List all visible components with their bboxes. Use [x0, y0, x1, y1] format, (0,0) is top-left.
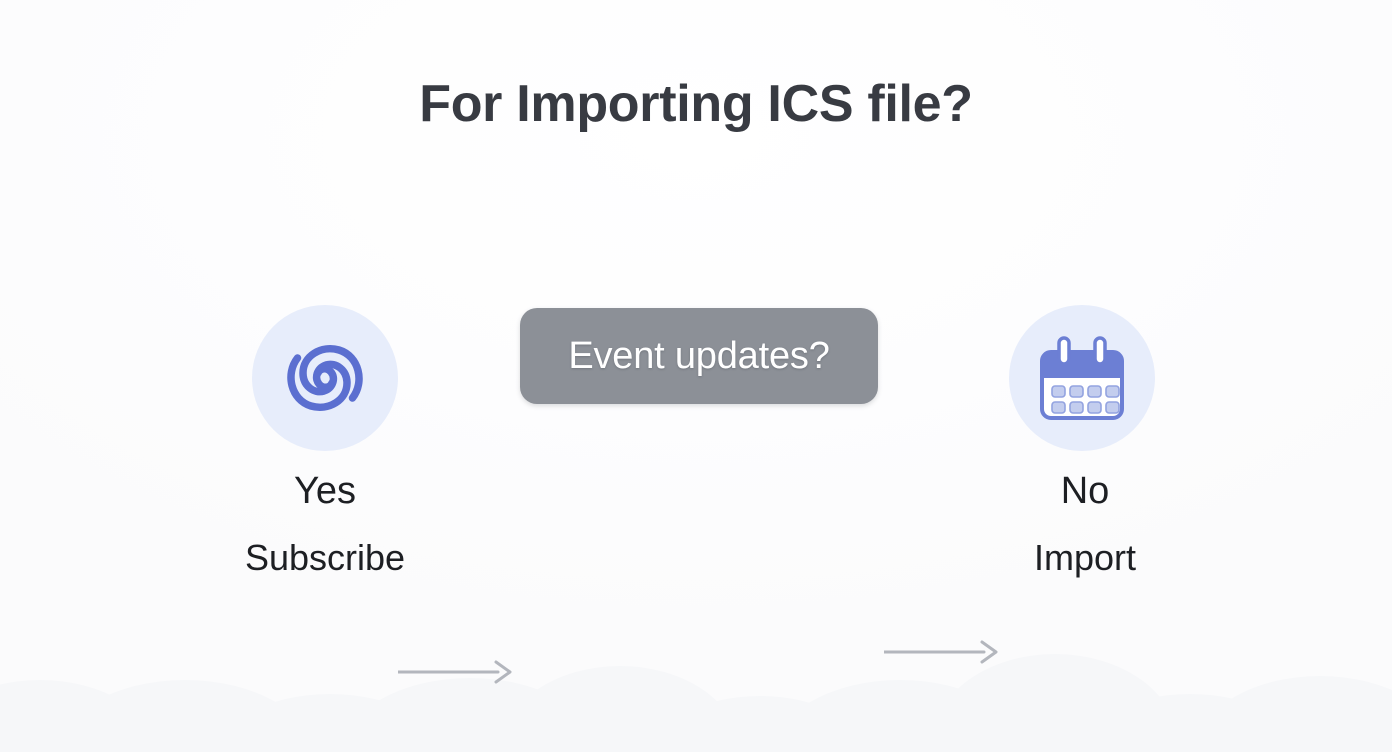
- flow-diagram: [0, 300, 1392, 684]
- calendar-icon: [1040, 336, 1124, 420]
- spiral-swirl-icon: [287, 345, 363, 411]
- caption-right: No Import: [915, 472, 1255, 576]
- event-updates-button[interactable]: Event updates?: [520, 308, 878, 404]
- right-action-label: Import: [1033, 537, 1137, 578]
- node-import[interactable]: [1009, 305, 1155, 451]
- arrow-left-to-center: [398, 660, 512, 684]
- left-decision-label: Yes: [294, 470, 356, 512]
- node-subscribe[interactable]: [252, 305, 398, 451]
- cloud-decoration: [0, 654, 1392, 752]
- right-decision-label: No: [1060, 470, 1110, 512]
- left-action-label: Subscribe: [244, 537, 406, 578]
- event-updates-label: Event updates?: [568, 334, 830, 377]
- arrow-center-to-right: [884, 640, 998, 664]
- page-title: For Importing ICS file?: [419, 75, 973, 133]
- caption-left: Yes Subscribe: [155, 472, 495, 576]
